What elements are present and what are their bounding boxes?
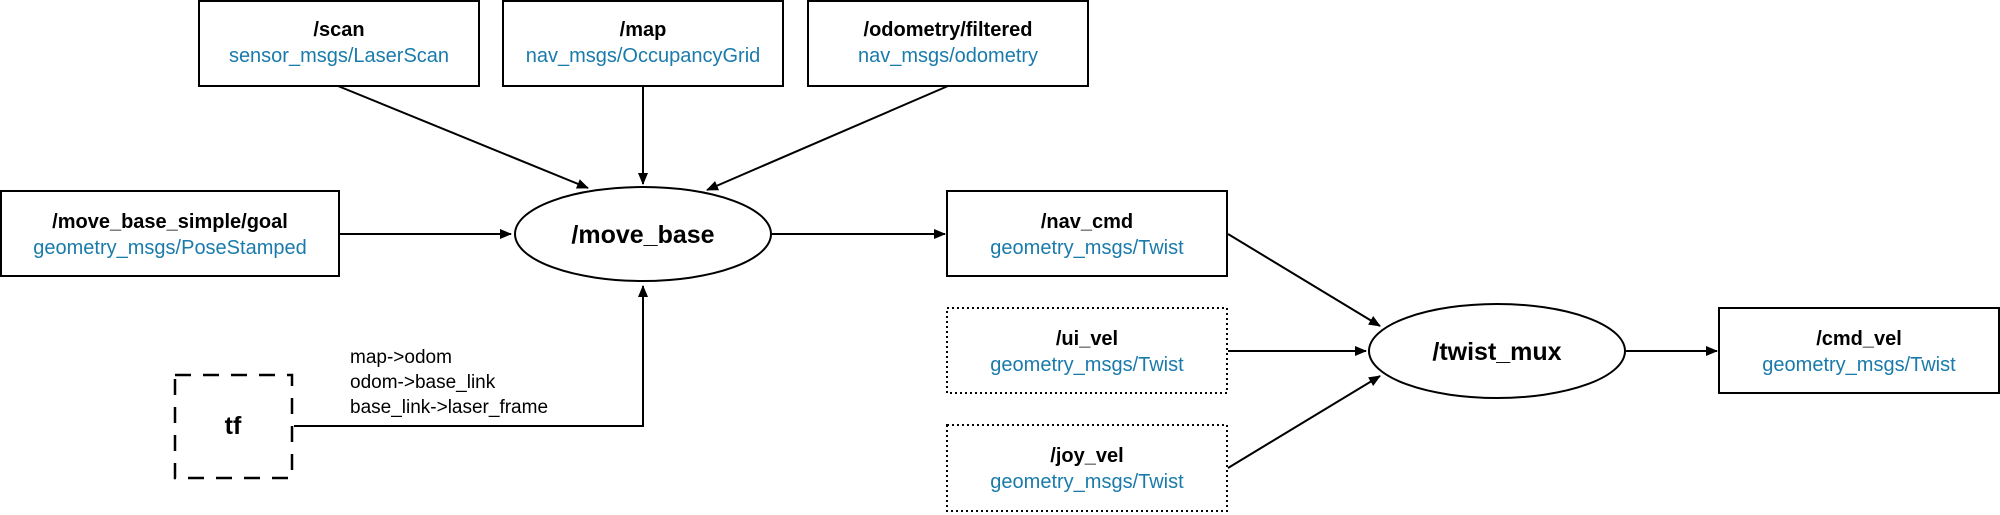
edge-scan-to-move-base bbox=[337, 85, 589, 189]
topic-odometry-type: nav_msgs/odometry bbox=[858, 45, 1038, 67]
topic-nav-cmd-name: /nav_cmd bbox=[1041, 211, 1133, 233]
topic-nav-cmd-type: geometry_msgs/Twist bbox=[990, 237, 1184, 259]
topic-map-name: /map bbox=[620, 19, 667, 41]
topic-joy-vel-name: /joy_vel bbox=[1050, 445, 1123, 467]
topic-move-base-simple-goal[interactable]: /move_base_simple/goal geometry_msgs/Pos… bbox=[0, 190, 340, 277]
node-tf[interactable]: tf bbox=[173, 373, 294, 480]
edge-tf-to-move-base bbox=[294, 285, 648, 427]
edge-odometry-to-move-base bbox=[706, 85, 949, 191]
topic-map[interactable]: /map nav_msgs/OccupancyGrid bbox=[502, 0, 784, 87]
topic-scan-type: sensor_msgs/LaserScan bbox=[229, 45, 449, 67]
topic-joy-vel-type: geometry_msgs/Twist bbox=[990, 471, 1184, 493]
topic-ui-vel[interactable]: /ui_vel geometry_msgs/Twist bbox=[946, 307, 1228, 394]
tf-transform-base-link-laser-frame: base_link->laser_frame bbox=[350, 397, 548, 418]
tf-transform-map-odom: map->odom bbox=[350, 347, 452, 368]
topic-ui-vel-type: geometry_msgs/Twist bbox=[990, 354, 1184, 376]
topic-cmd-vel[interactable]: /cmd_vel geometry_msgs/Twist bbox=[1718, 307, 2000, 394]
tf-transform-odom-base-link: odom->base_link bbox=[350, 372, 496, 393]
topic-map-type: nav_msgs/OccupancyGrid bbox=[526, 45, 761, 67]
topic-odometry-name: /odometry/filtered bbox=[864, 19, 1033, 41]
topic-scan-name: /scan bbox=[313, 19, 364, 41]
topic-odometry-filtered[interactable]: /odometry/filtered nav_msgs/odometry bbox=[807, 0, 1089, 87]
node-move-base-label: /move_base bbox=[571, 221, 714, 249]
tf-transform-labels: map->odom odom->base_link base_link->las… bbox=[350, 347, 548, 418]
node-twist-mux-label: /twist_mux bbox=[1432, 338, 1561, 366]
topic-scan[interactable]: /scan sensor_msgs/LaserScan bbox=[198, 0, 480, 87]
topic-goal-type: geometry_msgs/PoseStamped bbox=[33, 237, 306, 259]
node-tf-label: tf bbox=[225, 412, 242, 440]
topic-cmd-vel-name: /cmd_vel bbox=[1816, 328, 1902, 350]
topic-cmd-vel-type: geometry_msgs/Twist bbox=[1762, 354, 1956, 376]
node-twist-mux[interactable]: /twist_mux bbox=[1368, 303, 1626, 399]
node-move-base[interactable]: /move_base bbox=[514, 186, 772, 282]
topic-ui-vel-name: /ui_vel bbox=[1056, 328, 1118, 350]
edge-nav-cmd-to-twist-mux bbox=[1227, 233, 1381, 327]
edge-joy-vel-to-twist-mux bbox=[1227, 375, 1381, 469]
topic-goal-name: /move_base_simple/goal bbox=[52, 211, 288, 233]
topic-nav-cmd[interactable]: /nav_cmd geometry_msgs/Twist bbox=[946, 190, 1228, 277]
edges bbox=[294, 85, 1718, 469]
topic-joy-vel[interactable]: /joy_vel geometry_msgs/Twist bbox=[946, 424, 1228, 512]
